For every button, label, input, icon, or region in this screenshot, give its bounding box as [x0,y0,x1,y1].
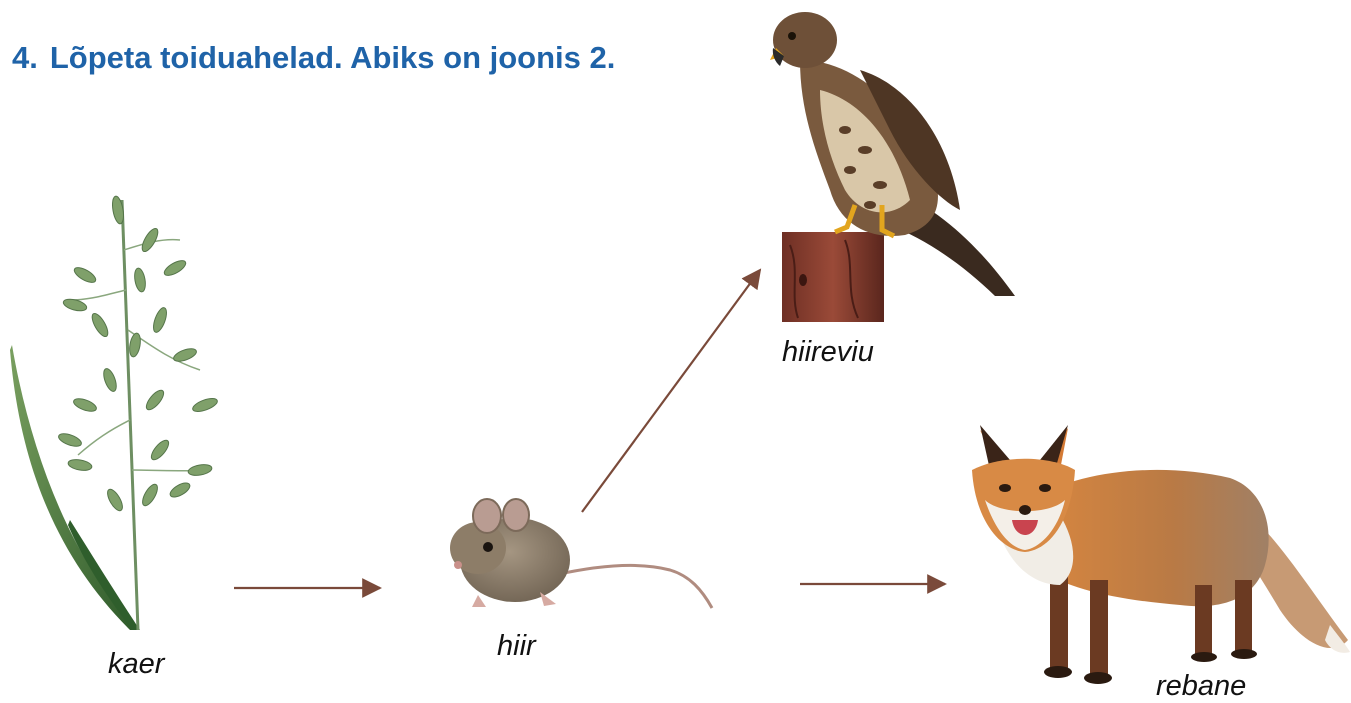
label-oat: kaer [108,648,165,680]
label-mouse: hiir [497,630,536,662]
mouse-icon [450,498,714,609]
exercise-instruction: Lõpeta toiduahelad. Abiks on joonis 2. [49,40,616,75]
exercise-title: 4. Lõpeta toiduahelad. Abiks on joonis 2. [12,40,615,76]
label-buzzard: hiireviu [782,336,874,368]
label-fox: rebane [1156,670,1247,702]
exercise-number: 4. [12,40,38,75]
oat-plant-icon [10,195,218,631]
fox-icon [972,425,1350,684]
buzzard-icon [770,12,1015,322]
arrow-mouse-to-buzzard [581,268,762,513]
